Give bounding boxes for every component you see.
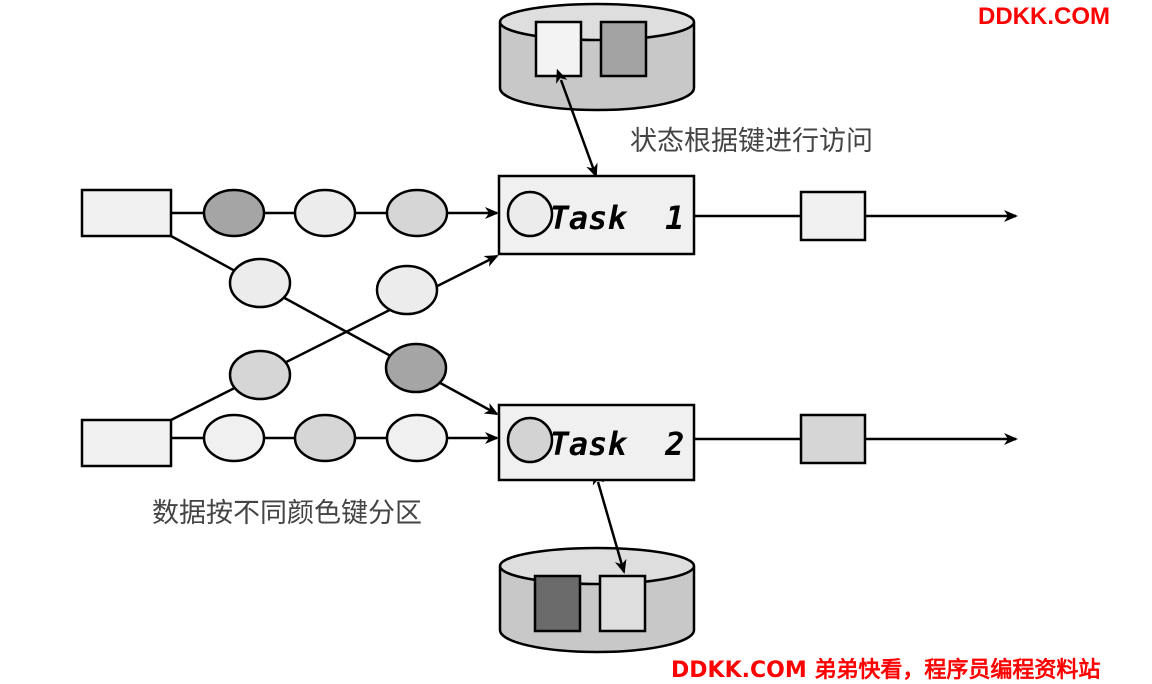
stream-2-token-3 [385, 413, 449, 463]
task-2-token [506, 416, 554, 464]
cross-stream-up [170, 254, 499, 422]
cross-up-token-1 [228, 349, 292, 401]
stream-2-token-1 [202, 413, 266, 463]
cross-stream-down [170, 234, 499, 416]
output-2-item [799, 413, 867, 465]
task-1: Task 1 [497, 174, 696, 256]
stream-1-token-1 [202, 188, 266, 238]
stream-1-token-2 [293, 188, 357, 238]
state-access-arrow-2 [592, 470, 627, 574]
cross-down-token-2 [384, 342, 448, 394]
state-access-label: 状态根据键进行访问 [630, 126, 873, 157]
task-2: Task 2 [497, 403, 696, 482]
state-item-2a [533, 574, 582, 633]
task-1-label: Task 1 [550, 199, 685, 237]
output-1-item [799, 190, 867, 242]
cross-up-token-2 [375, 264, 439, 316]
cross-down-token-1 [228, 257, 292, 309]
watermark-top: DDKK.COM [978, 3, 1110, 30]
source-2 [80, 418, 173, 468]
task-1-token [506, 190, 554, 238]
task-2-label: Task 2 [550, 425, 685, 463]
partition-label: 数据按不同颜色键分区 [152, 498, 422, 529]
stream-1-token-3 [385, 188, 449, 238]
state-store-2 [498, 546, 696, 654]
source-1 [80, 188, 173, 238]
state-item-1a [534, 20, 583, 78]
state-access-arrow-1 [556, 68, 598, 178]
watermark-bottom: DDKK.COM 弟弟快看，程序员编程资料站 [671, 658, 1101, 683]
stream-2-token-2 [293, 413, 357, 463]
state-item-1b [599, 20, 648, 78]
state-store-1 [498, 2, 696, 112]
state-item-2b [598, 574, 647, 633]
